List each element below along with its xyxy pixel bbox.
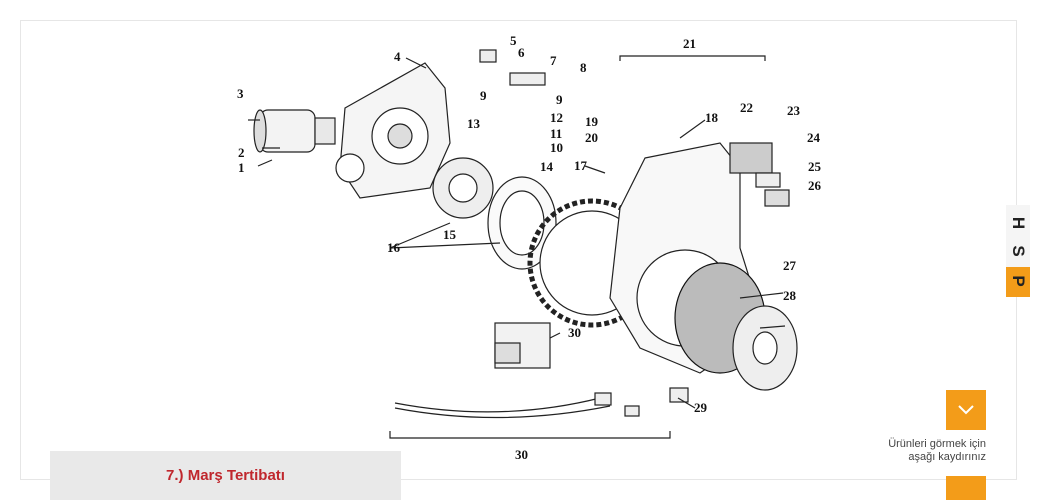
part-label: 30 — [568, 325, 581, 340]
part-label: 6 — [518, 45, 525, 60]
exploded-parts-diagram: 1 2 3 4 5 6 7 8 9 9 10 11 12 13 14 15 16… — [200, 28, 840, 468]
part-label: 26 — [808, 178, 822, 193]
part-label: 27 — [783, 258, 797, 273]
part-label: 25 — [808, 159, 822, 174]
part-label: 23 — [787, 103, 801, 118]
chevron-down-icon — [958, 405, 974, 415]
part-label: 22 — [740, 100, 753, 115]
part-label: 3 — [237, 86, 244, 101]
scroll-hint-text: Ürünleri görmek için aşağı kaydırınız — [850, 438, 986, 464]
part-label: 12 — [550, 110, 563, 125]
section-caption: 7.) Marş Tertibatı — [50, 451, 401, 500]
part-label: 20 — [585, 130, 598, 145]
part-label: 16 — [387, 240, 401, 255]
part-label: 24 — [807, 130, 821, 145]
part-label: 9 — [480, 88, 487, 103]
part-label: 9 — [556, 92, 563, 107]
brand-side-tab[interactable]: H S P — [1006, 205, 1030, 297]
scroll-down-button[interactable] — [946, 390, 986, 430]
scroll-top-button[interactable] — [946, 476, 986, 500]
part-label: 5 — [510, 33, 517, 48]
part-label: 8 — [580, 60, 587, 75]
part-label: 15 — [443, 227, 457, 242]
part-label: 7 — [550, 53, 557, 68]
part-label: 21 — [683, 36, 696, 51]
part-label: 30 — [515, 447, 528, 462]
scroll-hint-line1: Ürünleri görmek için — [888, 438, 986, 450]
part-label: 28 — [783, 288, 797, 303]
part-label: 29 — [694, 400, 708, 415]
part-label: 13 — [467, 116, 481, 131]
part-label: 4 — [394, 49, 401, 64]
part-label: 19 — [585, 114, 599, 129]
caption-title: 7.) Marş Tertibatı — [166, 467, 285, 484]
part-label: 17 — [574, 158, 588, 173]
parts-diagram-svg: 1 2 3 4 5 6 7 8 9 9 10 11 12 13 14 15 16… — [237, 33, 822, 462]
side-tab-letter: S — [1009, 245, 1028, 257]
scroll-hint-line2: aşağı kaydırınız — [908, 451, 986, 463]
part-label: 14 — [540, 159, 554, 174]
side-tab-panel — [1006, 205, 1030, 267]
part-label: 11 — [550, 126, 562, 141]
part-label: 2 — [238, 145, 245, 160]
side-tab-letter: P — [1009, 275, 1028, 287]
side-tab-letter: H — [1009, 216, 1028, 230]
part-label: 1 — [238, 160, 245, 175]
part-label: 18 — [705, 110, 719, 125]
part-label: 10 — [550, 140, 563, 155]
